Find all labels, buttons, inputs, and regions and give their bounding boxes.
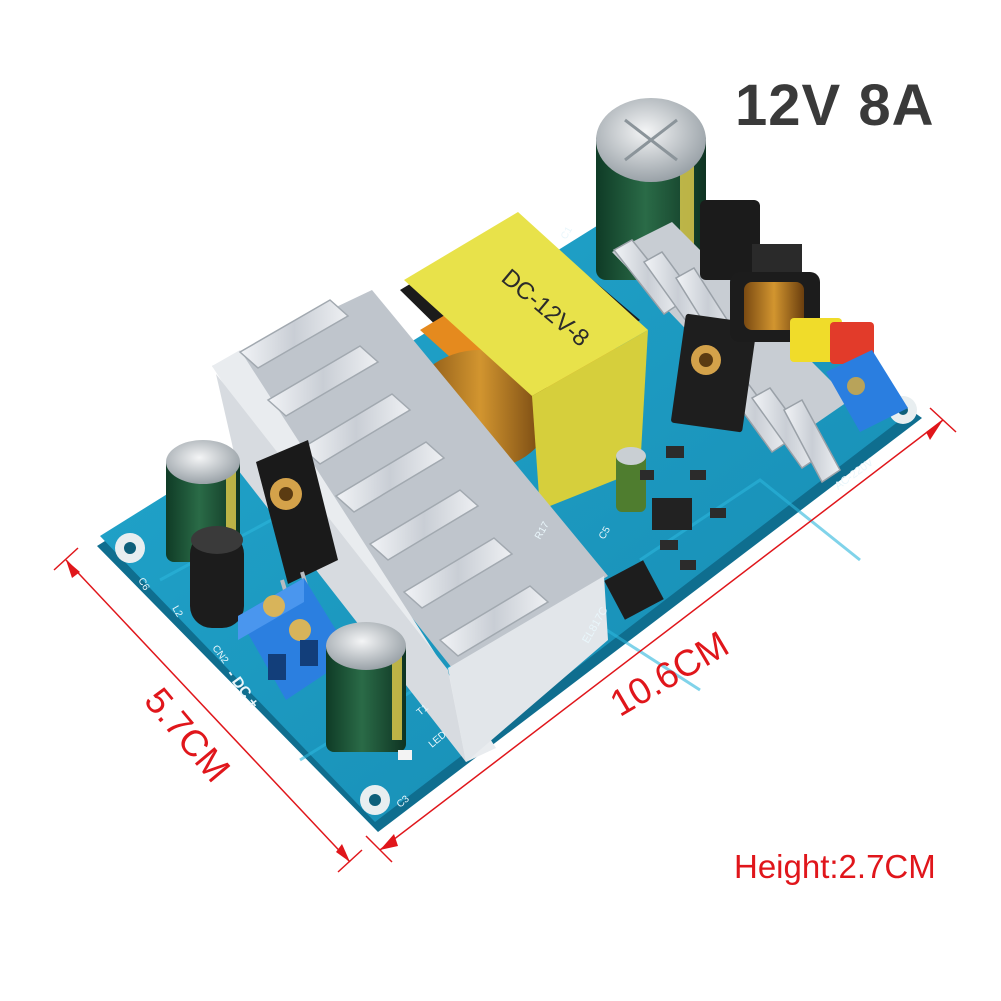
- status-led: [398, 750, 412, 760]
- small-capacitor: [616, 447, 646, 512]
- product-title: 12V 8A: [735, 73, 935, 138]
- x-capacitor: [790, 318, 842, 362]
- controller-ic: [652, 498, 692, 530]
- bridge-rectifier: [700, 200, 802, 280]
- optocoupler: [604, 560, 664, 620]
- mounting-hole: [360, 785, 390, 815]
- smd-components: [640, 446, 726, 570]
- fuse: [830, 322, 874, 364]
- length-dimension-line: [365, 407, 957, 863]
- silk-l2: L2: [169, 604, 184, 620]
- output-capacitor-2: [326, 622, 406, 752]
- width-dimension-line: [53, 547, 363, 873]
- dc-terminal-block: [238, 578, 352, 700]
- output-inductor: [190, 526, 244, 628]
- mosfet-primary: [671, 313, 757, 433]
- mounting-hole: [115, 533, 145, 563]
- silk-c1: C1: [559, 225, 575, 242]
- height-label: Height:2.7CM: [734, 848, 936, 885]
- ac-terminal-block: [826, 350, 908, 432]
